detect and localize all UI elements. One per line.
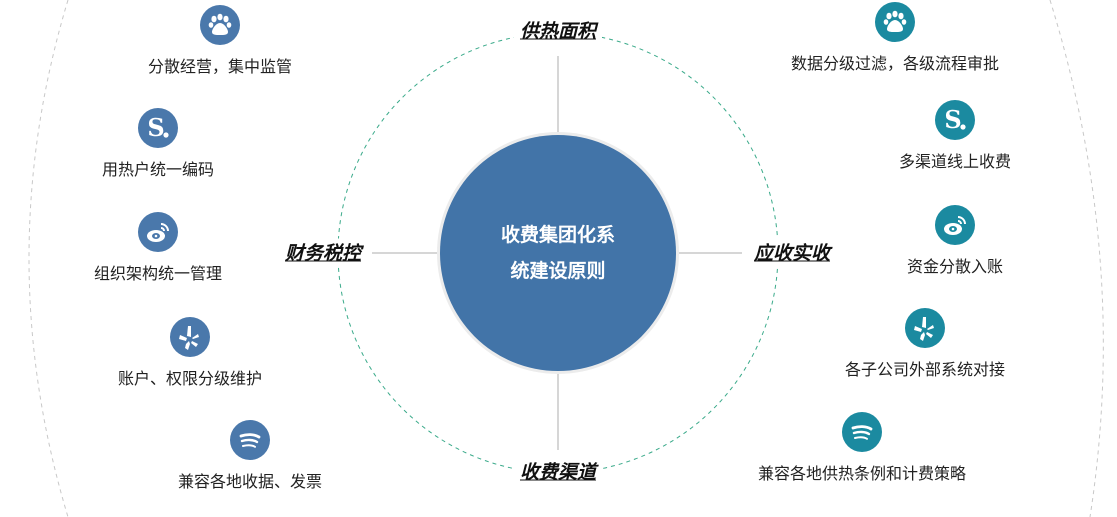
left-item-label: 组织架构统一管理 (93, 264, 223, 283)
weibo-icon (137, 212, 178, 252)
weibo-icon (934, 205, 975, 245)
center-title-line2: 统建设原则 (510, 260, 606, 282)
right-item-label: 资金分散入账 (906, 257, 1004, 276)
yelp-icon (169, 317, 210, 357)
left-item: 组织架构统一管理 (94, 212, 222, 284)
left-item: 分散经营，集中监管 (148, 5, 292, 77)
right-item-label: 兼容各地供热条例和计费策略 (757, 464, 967, 483)
left-item-label: 分散经营，集中监管 (147, 57, 293, 76)
left-item: 账户、权限分级维护 (118, 317, 262, 389)
right-item: 数据分级过滤，各级流程审批 (791, 2, 999, 74)
left-item-label: 用热户统一编码 (101, 160, 215, 179)
s-icon: S (934, 100, 975, 140)
svg-text:S: S (944, 106, 961, 134)
left-item: S 用热户统一编码 (102, 108, 214, 180)
pillar-bottom: 收费渠道 (513, 457, 603, 485)
svg-text:S: S (147, 114, 164, 142)
paw-icon (199, 5, 240, 45)
pillar-left: 财务税控 (278, 238, 368, 266)
right-item: S 多渠道线上收费 (899, 100, 1011, 172)
outer-ring-left-arc (28, 0, 69, 517)
paw-icon (874, 2, 915, 42)
right-item: 兼容各地供热条例和计费策略 (758, 412, 966, 484)
spotify-icon (229, 420, 270, 460)
left-item: 兼容各地收据、发票 (178, 420, 322, 492)
right-item: 各子公司外部系统对接 (845, 308, 1005, 380)
center-circle: 收费集团化系 统建设原则 (440, 135, 676, 371)
yelp-icon (904, 308, 945, 348)
left-item-label: 账户、权限分级维护 (117, 369, 263, 388)
right-item-label: 多渠道线上收费 (898, 152, 1012, 171)
center-title-line1: 收费集团化系 (500, 224, 615, 246)
right-item: 资金分散入账 (907, 205, 1003, 277)
right-item-label: 数据分级过滤，各级流程审批 (790, 54, 1000, 73)
left-item-label: 兼容各地收据、发票 (177, 472, 323, 491)
spotify-icon (841, 412, 882, 452)
pillar-right: 应收实收 (747, 238, 837, 266)
outer-ring-right-arc (1049, 0, 1104, 517)
right-item-label: 各子公司外部系统对接 (844, 360, 1006, 379)
pillar-top: 供热面积 (513, 16, 603, 44)
s-icon: S (137, 108, 178, 148)
